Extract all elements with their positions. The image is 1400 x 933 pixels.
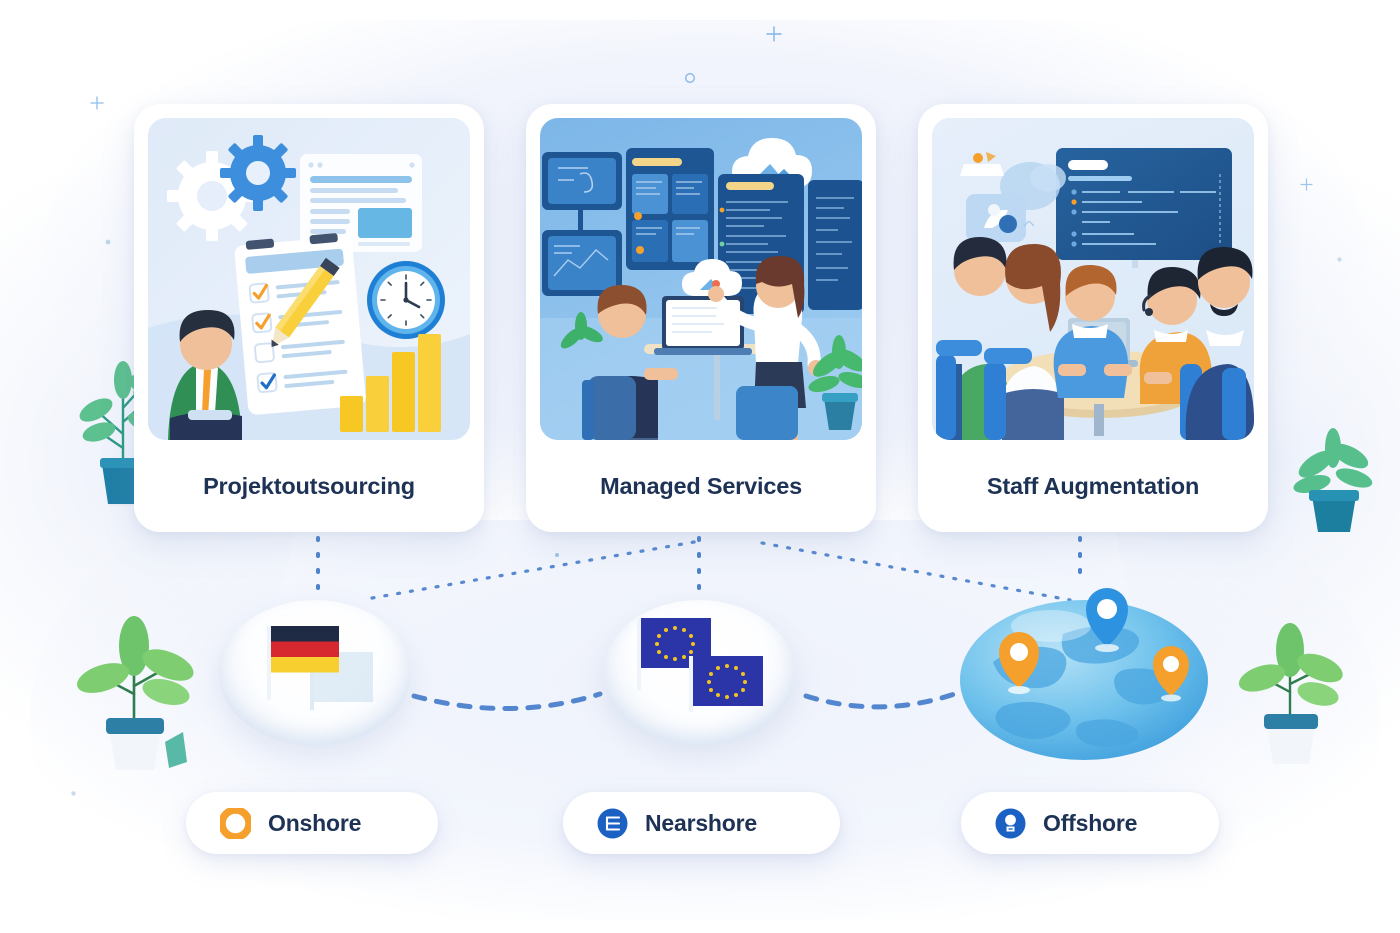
service-card-title: Managed Services	[600, 472, 802, 499]
dot-sparkle-icon	[554, 552, 560, 558]
location-pill-onshore[interactable]: Onshore	[186, 792, 438, 854]
circle-sparkle-icon	[684, 72, 696, 84]
service-card-title: Staff Augmentation	[986, 472, 1200, 499]
location-pill-label: Onshore	[268, 809, 362, 836]
location-node-onshore[interactable]	[219, 600, 411, 746]
person-badge-icon	[995, 808, 1026, 839]
location-node-offshore[interactable]	[955, 574, 1213, 764]
location-pill-nearshore[interactable]: Nearshore	[563, 792, 840, 854]
service-card-managed-services[interactable]: Managed Services	[526, 104, 876, 532]
staff-augmentation-illustration	[932, 118, 1254, 440]
managed-services-illustration	[540, 118, 862, 440]
location-pill-label: Offshore	[1043, 809, 1138, 836]
german-flag-icon	[219, 600, 411, 746]
service-card-projektoutsourcing[interactable]: Projektoutsourcing	[134, 104, 484, 532]
eu-flags-icon	[603, 600, 795, 746]
project-outsourcing-illustration	[148, 118, 470, 440]
plus-sparkle-icon	[766, 26, 782, 42]
plus-sparkle-icon	[1300, 178, 1313, 191]
potted-plant-green	[1232, 618, 1350, 773]
potted-plant-green	[70, 610, 200, 780]
globe-with-map-pins-icon	[955, 574, 1213, 764]
location-pill-offshore[interactable]: Offshore	[961, 792, 1219, 854]
location-node-nearshore[interactable]	[603, 600, 795, 746]
service-cards-row: Projektoutsourcing	[134, 104, 1268, 532]
list-badge-icon	[597, 808, 628, 839]
dot-sparkle-icon	[70, 790, 77, 797]
dot-sparkle-icon	[104, 238, 112, 246]
potted-plant-teal	[1278, 408, 1388, 541]
dot-sparkle-icon	[1336, 256, 1343, 263]
service-card-staff-augmentation[interactable]: Staff Augmentation	[918, 104, 1268, 532]
location-pill-label: Nearshore	[645, 809, 757, 836]
ring-marker-icon	[220, 807, 251, 839]
plus-sparkle-icon	[90, 96, 104, 110]
service-card-title: Projektoutsourcing	[203, 472, 415, 499]
